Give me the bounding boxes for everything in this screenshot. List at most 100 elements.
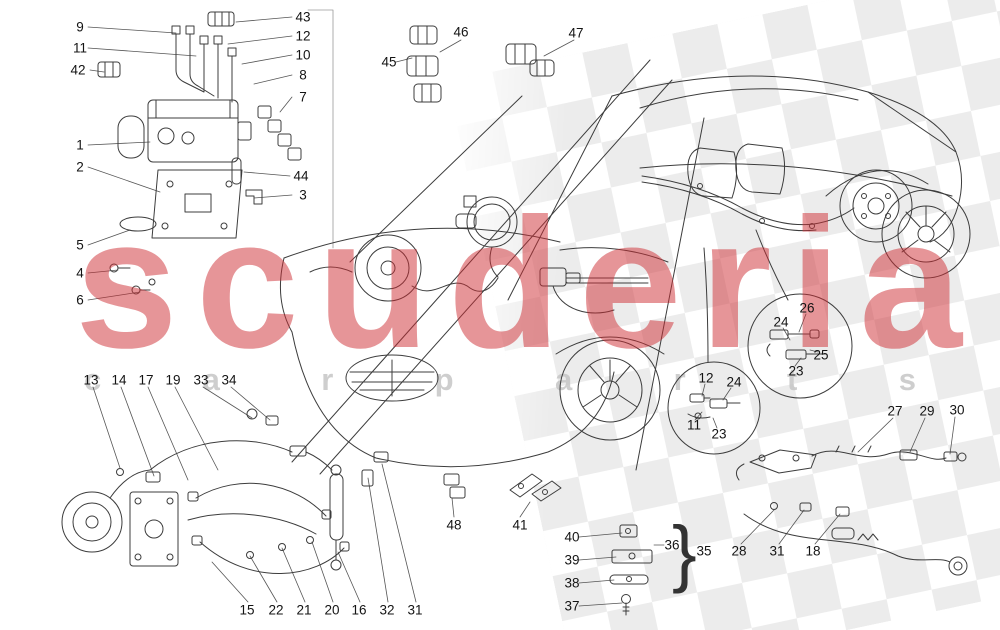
callout-39: 39	[564, 552, 580, 568]
connector-31	[373, 451, 389, 463]
seat-right	[735, 143, 786, 195]
clamp-32	[361, 469, 374, 487]
watermark-letter: r	[673, 362, 686, 397]
callout-37: 37	[564, 598, 580, 614]
callout-6: 6	[76, 292, 84, 308]
fitting-18	[835, 506, 850, 517]
watermark-letter: a	[202, 362, 220, 397]
callout-30: 30	[949, 402, 965, 418]
clamp-chain-7	[257, 105, 302, 161]
abs-hydraulic-unit	[117, 99, 252, 163]
pin-44	[231, 157, 242, 185]
callout-34: 34	[221, 372, 237, 388]
callout-5: 5	[76, 237, 84, 253]
small-wheel	[61, 491, 123, 553]
callout-25: 25	[813, 347, 829, 363]
frame-box	[307, 9, 334, 249]
watermark-primary: scuderia	[75, 181, 980, 387]
callout-4: 4	[76, 265, 84, 281]
callout-16: 16	[351, 602, 367, 618]
callout-11: 11	[72, 40, 88, 56]
callout-26: 26	[799, 300, 815, 316]
watermark-letter: r	[321, 362, 334, 397]
callout-27: 27	[887, 403, 903, 419]
callout-15: 15	[239, 602, 255, 618]
callout-29: 29	[919, 403, 935, 419]
callout-3: 3	[299, 187, 307, 203]
callout-20: 20	[324, 602, 340, 618]
callout-14: 14	[111, 372, 127, 388]
callout-42: 42	[70, 62, 86, 78]
leader-lines	[87, 16, 956, 607]
callout-12: 12	[295, 28, 311, 44]
callout-18: 18	[805, 543, 821, 559]
callout-48: 48	[446, 517, 462, 533]
front-car-rear-wheel	[555, 336, 665, 441]
mounting-bracket	[151, 169, 243, 239]
fasteners-4-5-6	[109, 216, 157, 295]
cable-adjuster-29	[899, 449, 918, 461]
clamp-48	[443, 473, 466, 499]
bracket-3	[245, 189, 263, 205]
callout-31: 31	[407, 602, 423, 618]
watermark-letter: p	[434, 362, 454, 397]
watermark-letter: a	[554, 362, 573, 397]
detail-circle-rear-fittings	[747, 293, 853, 399]
callout-22: 22	[268, 602, 284, 618]
pipe-clamps-top	[406, 25, 555, 103]
front-car-drawing	[279, 59, 673, 475]
rear-wheel	[881, 189, 971, 279]
callout-12: 12	[698, 370, 714, 386]
callout-44: 44	[293, 168, 309, 184]
callout-45: 45	[381, 54, 397, 70]
brake-booster	[455, 195, 518, 278]
brake-hoses	[187, 482, 350, 574]
callout-9: 9	[76, 19, 84, 35]
detail-circle-front-fittings	[667, 361, 761, 455]
grommet-33	[246, 408, 258, 420]
callout-28: 28	[731, 543, 747, 559]
callout-21: 21	[296, 602, 312, 618]
backing-plate	[129, 491, 179, 567]
callout-24: 24	[773, 314, 789, 330]
junction-block	[539, 247, 669, 314]
cable-end-30	[943, 451, 958, 462]
headlight	[309, 266, 353, 273]
rear-brake-lines	[641, 175, 855, 363]
front-hose-assembly	[61, 408, 389, 574]
callout-38: 38	[564, 575, 580, 591]
callout-10: 10	[295, 47, 311, 63]
callout-43: 43	[295, 9, 311, 25]
fitting-28	[770, 502, 778, 510]
watermark-letter: t	[787, 362, 798, 397]
pipe-clamp-42	[97, 61, 121, 78]
parking-cable-assembly	[735, 445, 968, 576]
fitting-31	[799, 502, 812, 512]
fastener-stack-37-40	[609, 524, 653, 616]
callout-8: 8	[299, 67, 307, 83]
callout-40: 40	[564, 529, 580, 545]
callout-1: 1	[76, 137, 84, 153]
callout-2: 2	[76, 159, 84, 175]
callout-35: 35	[696, 543, 712, 559]
bracket-41	[509, 473, 562, 502]
watermark-letter: c	[84, 362, 102, 397]
callout-46: 46	[453, 24, 469, 40]
abs-unit-assembly	[97, 11, 302, 295]
callout-19: 19	[165, 372, 181, 388]
callout-33: 33	[193, 372, 209, 388]
callout-17: 17	[138, 372, 154, 388]
watermark-letter: s	[898, 362, 916, 397]
callout-7: 7	[299, 89, 307, 105]
callout-11: 11	[686, 417, 702, 433]
rear-brake-disc	[839, 169, 913, 243]
front-brake-disc	[354, 234, 499, 302]
callout-32: 32	[379, 602, 395, 618]
group-brace: }	[672, 511, 697, 594]
grille	[345, 354, 439, 402]
callout-23: 23	[788, 363, 804, 379]
